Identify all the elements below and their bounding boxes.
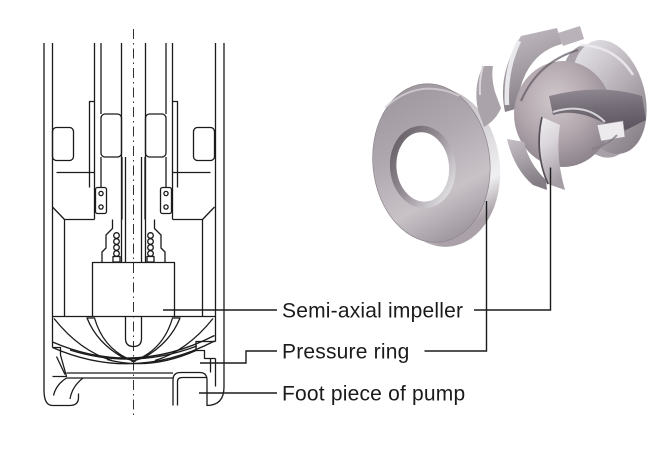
bearing-blocks — [94, 186, 173, 215]
impeller-section — [52, 261, 216, 365]
diffuser-walls — [51, 43, 216, 220]
pressure-ring-3d-render — [372, 83, 501, 247]
impeller-front-blade-edge — [538, 116, 549, 185]
callout-labels: Semi-axial impeller Pressure ring Foot p… — [282, 300, 465, 406]
pressure-ring-top-highlight — [384, 87, 460, 109]
impeller-back-blade-tab — [476, 66, 501, 127]
impeller-3d-render — [476, 26, 647, 190]
impeller-hub-lower-shade — [591, 134, 618, 150]
impeller-back-blade-edge-light — [478, 65, 484, 96]
leader-pressure-ring-left — [200, 350, 277, 364]
foot-piece-section — [172, 371, 208, 406]
leader-pressure-ring-right — [424, 201, 488, 352]
impeller-bright-blade-tip — [596, 120, 626, 142]
impeller-blade-band-highlight — [552, 107, 606, 123]
shaft-seal-assembly — [101, 219, 166, 263]
suction-bottom — [52, 346, 173, 400]
pump-cross-section-drawing — [43, 29, 225, 415]
impeller-upper-blade-tip — [558, 26, 584, 46]
pressure-ring-bore — [389, 125, 456, 209]
impeller-top-blade-highlight — [504, 40, 522, 106]
impeller-front-blade — [539, 117, 565, 190]
chamber-floor — [52, 206, 215, 317]
label-semi-axial-impeller: Semi-axial impeller — [282, 300, 463, 323]
impeller-lower-left-blade — [507, 139, 547, 190]
shaft-assembly — [100, 43, 167, 263]
impeller-hub-cap-highlight — [579, 43, 635, 76]
label-pressure-ring: Pressure ring — [282, 341, 409, 364]
pump-casing-walls — [43, 43, 225, 407]
leader-semi-axial-impeller-right — [474, 167, 552, 311]
impeller-shadow-arc — [519, 48, 579, 102]
leader-lines — [163, 167, 552, 394]
label-foot-piece-of-pump: Foot piece of pump — [282, 383, 465, 406]
